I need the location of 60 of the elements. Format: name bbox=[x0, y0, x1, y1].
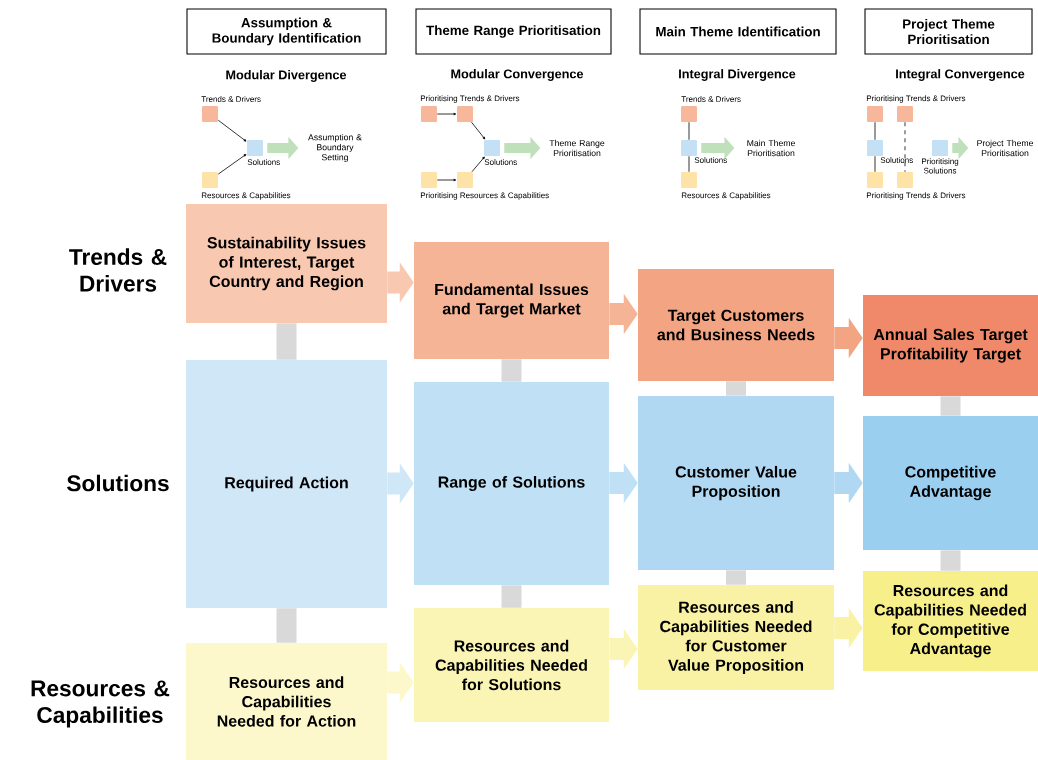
result-text: Assumption & Boundary Setting bbox=[308, 133, 362, 163]
connector-bar bbox=[501, 359, 522, 382]
process-box: Target Customers and Business Needs bbox=[638, 269, 834, 381]
column-subheading: Modular Divergence bbox=[226, 70, 347, 82]
result-text: Project Theme Prioritisation bbox=[977, 139, 1034, 157]
small-box bbox=[457, 172, 473, 188]
box-label: Solutions bbox=[484, 159, 517, 165]
process-box: Sustainability Issues of Interest, Target Country and Region bbox=[186, 204, 387, 323]
connector-bar bbox=[940, 396, 961, 416]
process-box: Resources and Capabilities Needed for Competitive Advantage bbox=[863, 571, 1038, 671]
process-box: Resources and Capabilities Needed for Customer Value Proposition bbox=[638, 585, 834, 690]
box-label: Prioritising Solutions bbox=[922, 158, 959, 174]
box-label: Prioritising Resources & Capabilities bbox=[420, 192, 549, 200]
connector-bar bbox=[726, 381, 746, 396]
process-box: Annual Sales Target Profitability Target bbox=[863, 295, 1038, 396]
connector-bar bbox=[940, 550, 961, 571]
process-box: Range of Solutions bbox=[414, 382, 609, 585]
header-box: Project Theme Prioritisation bbox=[864, 8, 1033, 55]
column-subheading: Integral Divergence bbox=[679, 69, 796, 81]
column-subheading: Integral Convergence bbox=[896, 69, 1025, 81]
box-label: Trends & Drivers bbox=[201, 96, 261, 102]
arrow bbox=[217, 154, 247, 175]
process-box: Customer Value Proposition bbox=[638, 396, 834, 570]
connector-line bbox=[688, 155, 690, 173]
process-box: Required Action bbox=[186, 360, 387, 608]
header-box: Theme Range Prioritisation bbox=[415, 8, 612, 55]
process-box: Resources and Capabilities Needed for Solutions bbox=[414, 608, 609, 722]
box-label: Solutions bbox=[694, 157, 727, 163]
box-label: Prioritising Trends & Drivers bbox=[866, 192, 966, 200]
process-box: Fundamental Issues and Target Market bbox=[414, 242, 609, 359]
connector-bar bbox=[276, 323, 297, 360]
arrow bbox=[217, 119, 247, 142]
connector-line bbox=[904, 121, 906, 173]
connector-line bbox=[874, 155, 876, 173]
connector-bar bbox=[726, 570, 746, 585]
header-box: Main Theme Identification bbox=[639, 8, 837, 55]
process-box: Resources and Capabilities Needed for Action bbox=[186, 643, 387, 760]
arrow bbox=[471, 121, 486, 140]
box-label: Prioritising Trends & Drivers bbox=[420, 95, 520, 103]
box-label: Solutions bbox=[880, 157, 913, 163]
connector-line bbox=[688, 121, 690, 141]
small-box bbox=[897, 172, 913, 188]
connector-line bbox=[874, 121, 876, 141]
box-label: Prioritising Trends & Drivers bbox=[866, 95, 966, 103]
box-label: Solutions bbox=[247, 159, 280, 165]
box-label: Resources & Capabilities bbox=[681, 192, 771, 200]
connector-bar bbox=[501, 585, 522, 608]
small-box bbox=[457, 106, 473, 122]
arrow bbox=[471, 156, 485, 173]
column-subheading: Modular Convergence bbox=[451, 69, 584, 81]
box-label: Resources & Capabilities bbox=[201, 192, 291, 200]
box-label: Trends & Drivers bbox=[681, 96, 741, 102]
small-box bbox=[897, 106, 913, 122]
arrow bbox=[436, 112, 457, 116]
connector-bar bbox=[276, 608, 297, 643]
result-text: Main Theme Prioritisation bbox=[747, 139, 795, 157]
result-text: Theme Range Prioritisation bbox=[549, 139, 605, 157]
arrow bbox=[436, 178, 457, 182]
process-box: Competitive Advantage bbox=[863, 416, 1038, 550]
header-box: Assumption & Boundary Identification bbox=[186, 8, 387, 55]
